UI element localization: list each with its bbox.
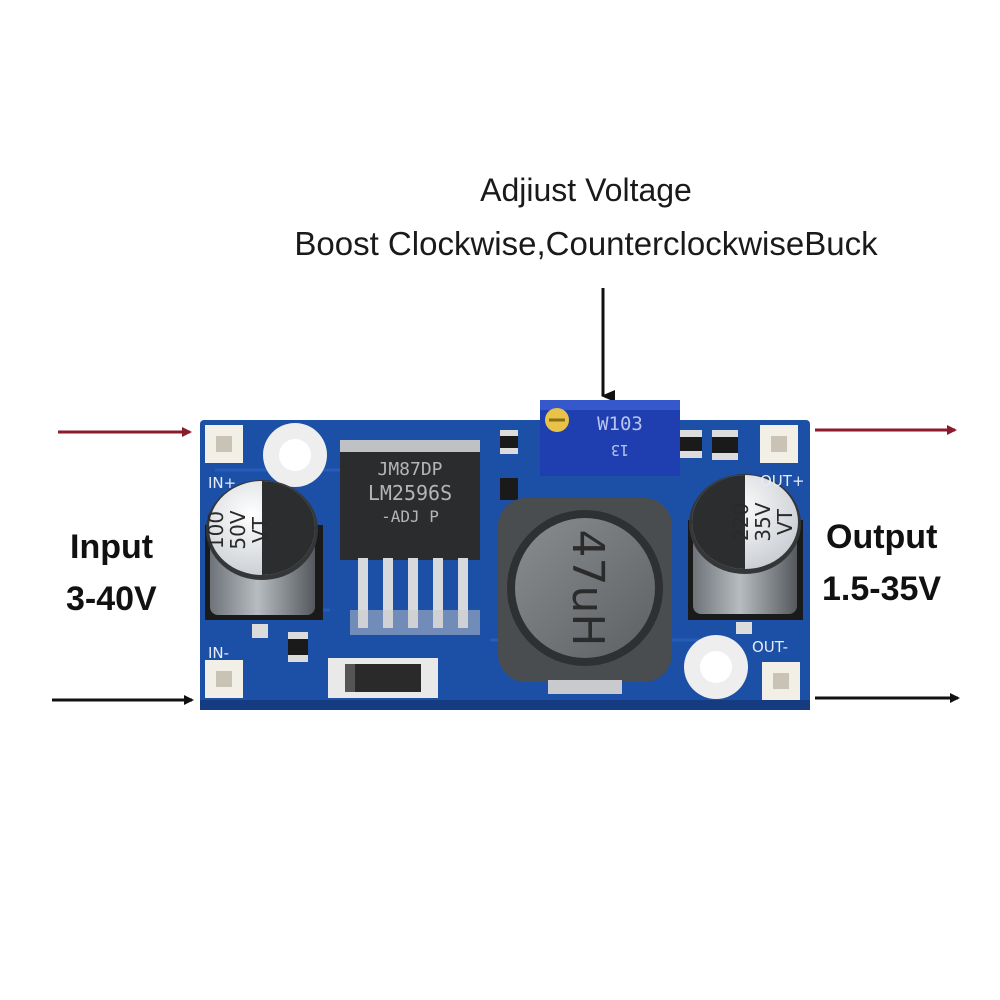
adjust-description: Boost Clockwise,CounterclockwiseBuck (294, 225, 878, 262)
pot-code: W103 (597, 413, 643, 435)
silk-in-minus: IN- (208, 644, 229, 662)
input-label: Input (70, 528, 154, 566)
cap-out-line-3: VT (773, 508, 797, 535)
silk-out-plus: OUT+ (760, 472, 805, 490)
inductor-marking: 47uH (562, 530, 613, 647)
output-range: 1.5-35V (822, 570, 942, 608)
cap-in-line-2: 50V (226, 510, 250, 549)
regulator-chip (340, 440, 480, 560)
chip-line-1: JM87DP (377, 459, 442, 480)
chip-line-3: -ADJ P (381, 507, 439, 526)
adjust-title: Adjiust Voltage (480, 172, 692, 208)
output-label: Output (826, 518, 938, 556)
input-range: 3-40V (66, 580, 157, 618)
silk-in-plus: IN+ (208, 474, 236, 492)
cap-in-line-3: VT (248, 516, 272, 543)
cap-out-line-2: 35V (751, 502, 775, 541)
chip-line-2: LM2596S (368, 481, 452, 505)
cap-in-line-1: 100 (204, 511, 228, 549)
pot-sub: 13 (611, 441, 629, 459)
cap-out-line-1: 220 (729, 503, 753, 541)
silk-out-minus: OUT- (752, 638, 788, 656)
